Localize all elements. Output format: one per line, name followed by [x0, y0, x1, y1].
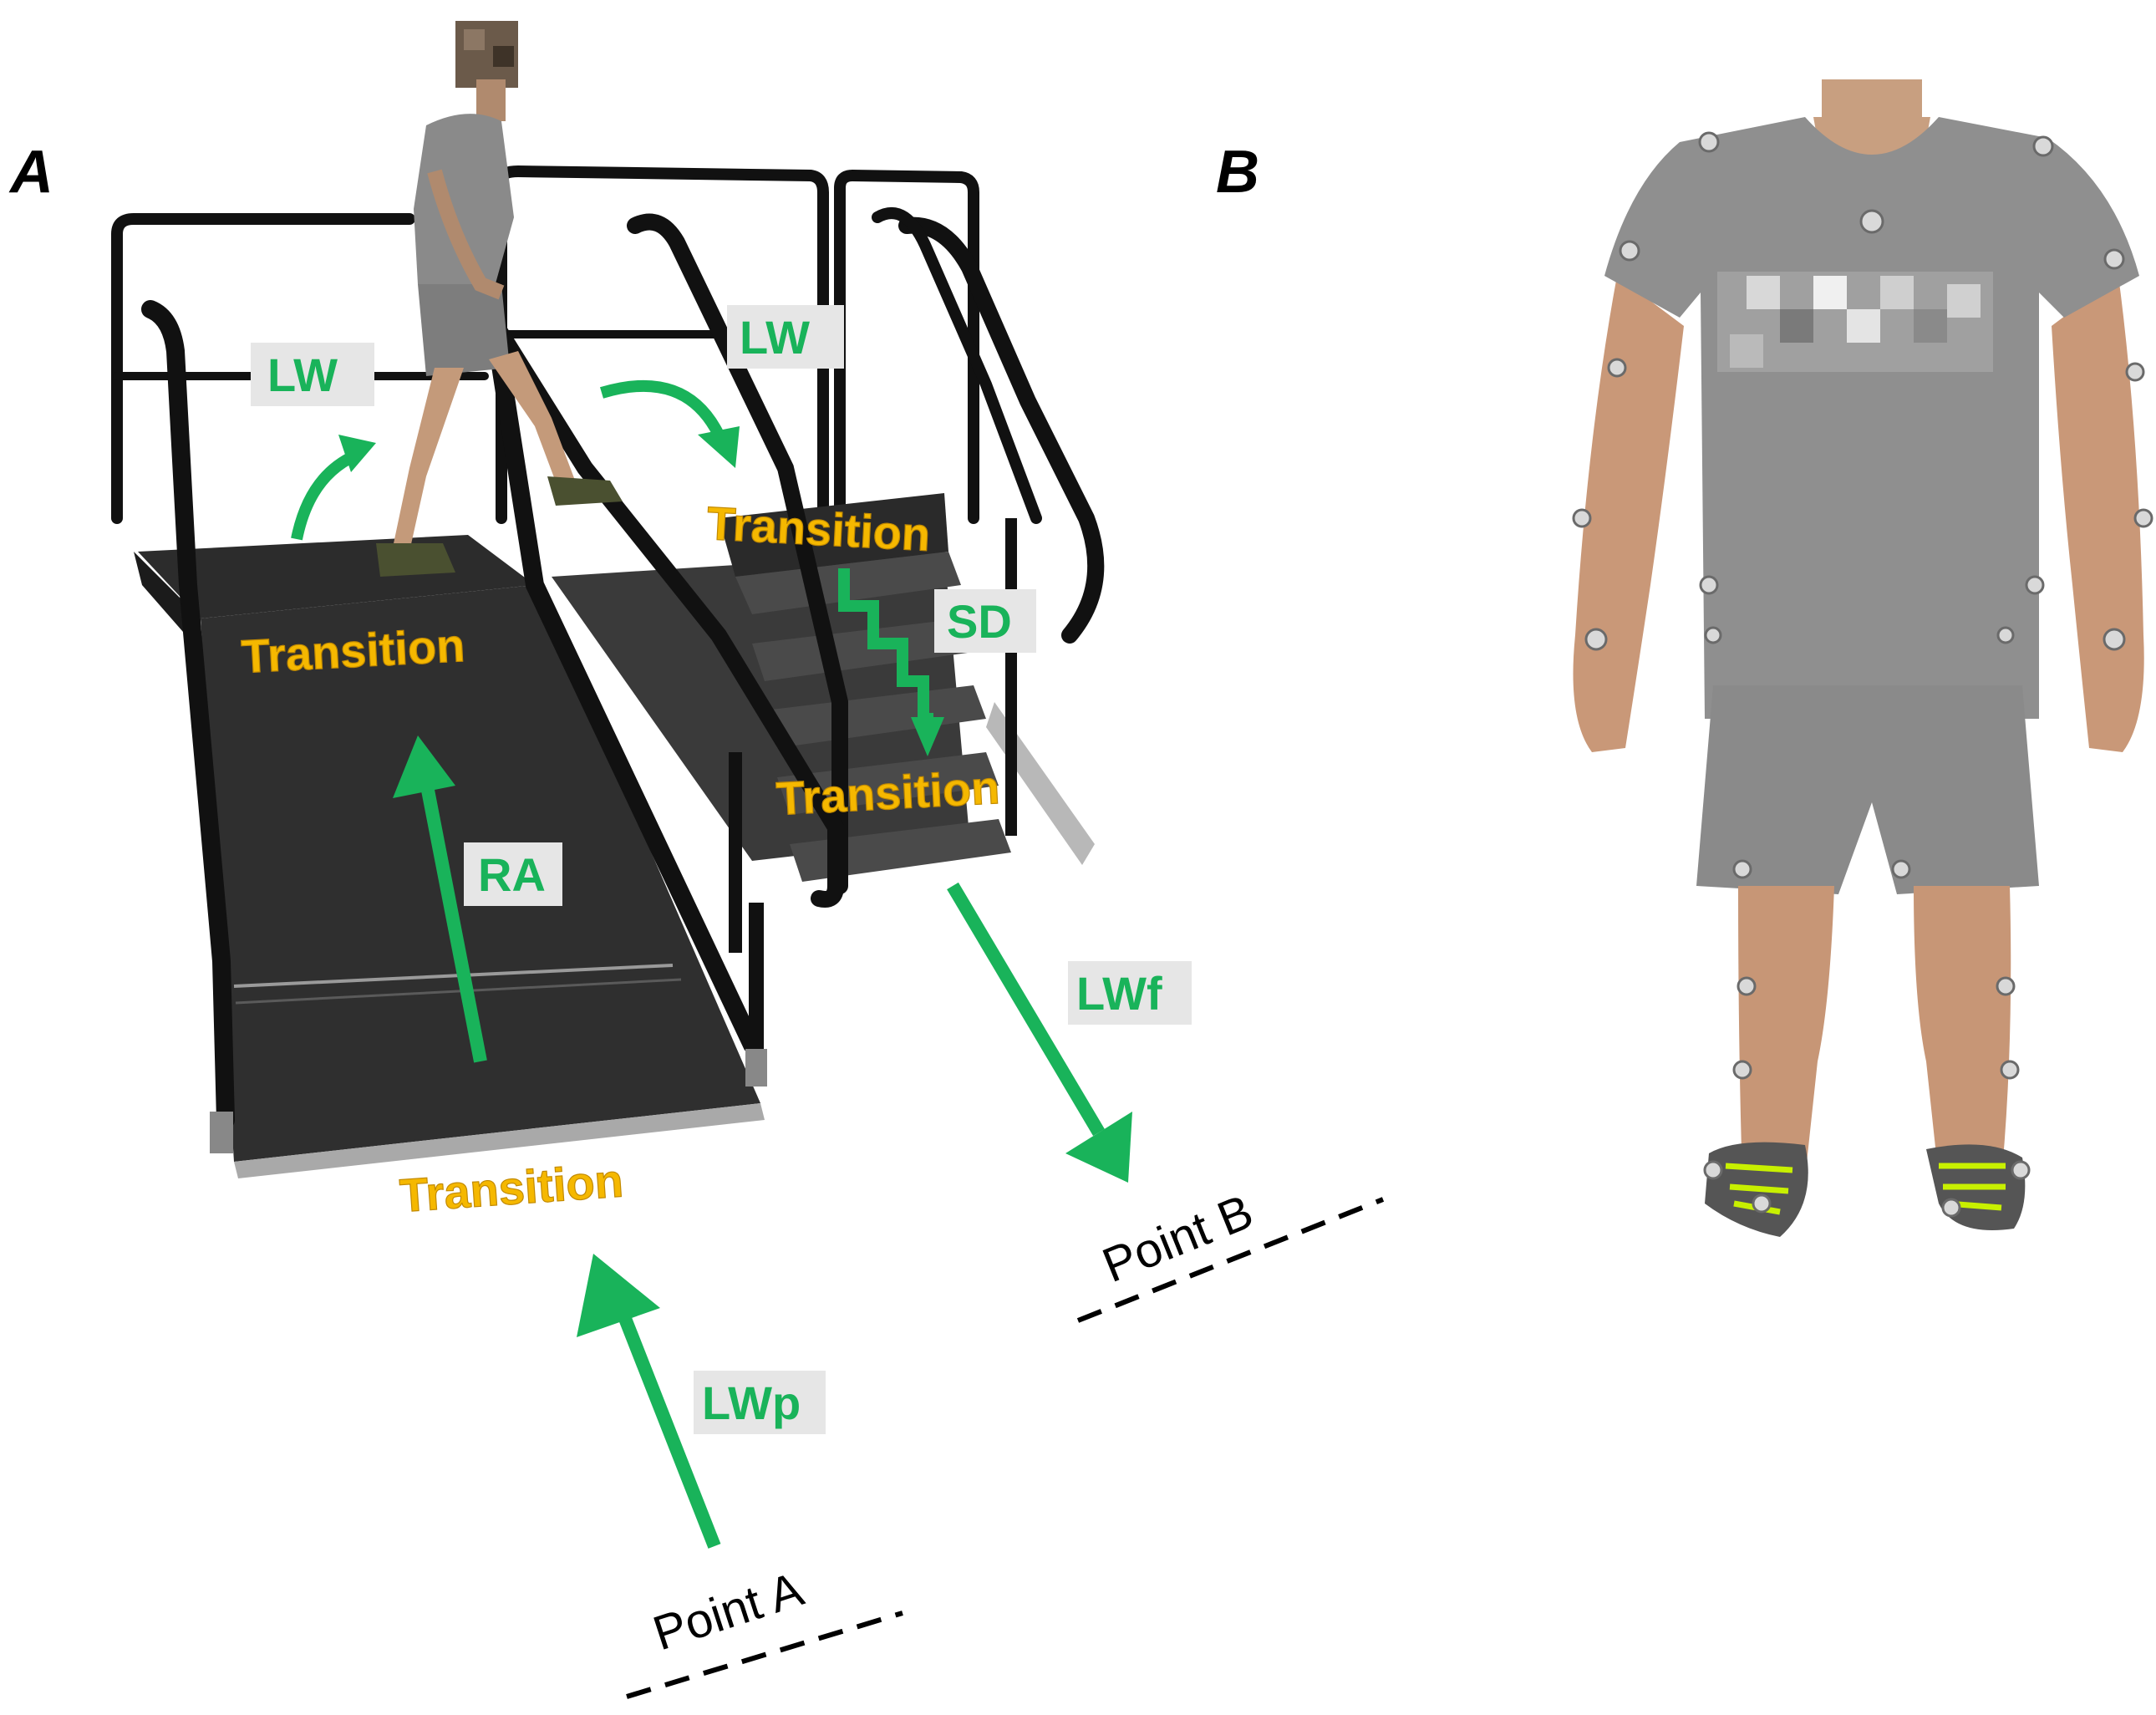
svg-text:SD: SD — [947, 595, 1012, 648]
tag-sd: SD — [934, 589, 1036, 653]
svg-text:LWp: LWp — [702, 1377, 801, 1429]
arrow-lwf — [947, 882, 1132, 1183]
arrow-lwp — [577, 1254, 721, 1549]
svg-text:LW: LW — [740, 311, 810, 364]
panel-b-label: B — [1216, 139, 1259, 206]
tag-lw-right: LW — [727, 305, 844, 369]
svg-text:RA: RA — [478, 848, 546, 901]
point-b-dashed-line — [1076, 1197, 1385, 1323]
transition-label-stair-top: Transition — [705, 496, 932, 561]
pixelated-logo-block — [1717, 272, 1993, 372]
reflective-markers — [1572, 131, 2153, 1218]
tag-lw-left: LW — [251, 343, 374, 406]
arrow-lw-right — [599, 379, 740, 468]
tag-lwp: LWp — [694, 1371, 826, 1434]
svg-text:LW: LW — [267, 349, 338, 401]
svg-text:LWf: LWf — [1076, 967, 1162, 1020]
arrow-sd-staircase — [838, 568, 944, 756]
standing-participant-figure — [1572, 79, 2153, 1237]
transition-label-ramp-bottom: Transition — [398, 1153, 624, 1222]
stair-ramp-apparatus — [111, 165, 1105, 1178]
arrow-lw-left — [291, 435, 376, 541]
transition-label-landing: Transition — [240, 618, 466, 683]
point-b-label: Point B — [1096, 1184, 1261, 1293]
panel-a-label: A — [8, 139, 53, 206]
arrow-ra — [393, 735, 487, 1063]
transition-label-stair-bottom: Transition — [775, 761, 1001, 825]
tag-lwf: LWf — [1068, 961, 1192, 1025]
tag-ra: RA — [464, 842, 562, 906]
walking-person-figure — [376, 21, 623, 577]
point-a-dashed-line — [626, 1611, 903, 1699]
